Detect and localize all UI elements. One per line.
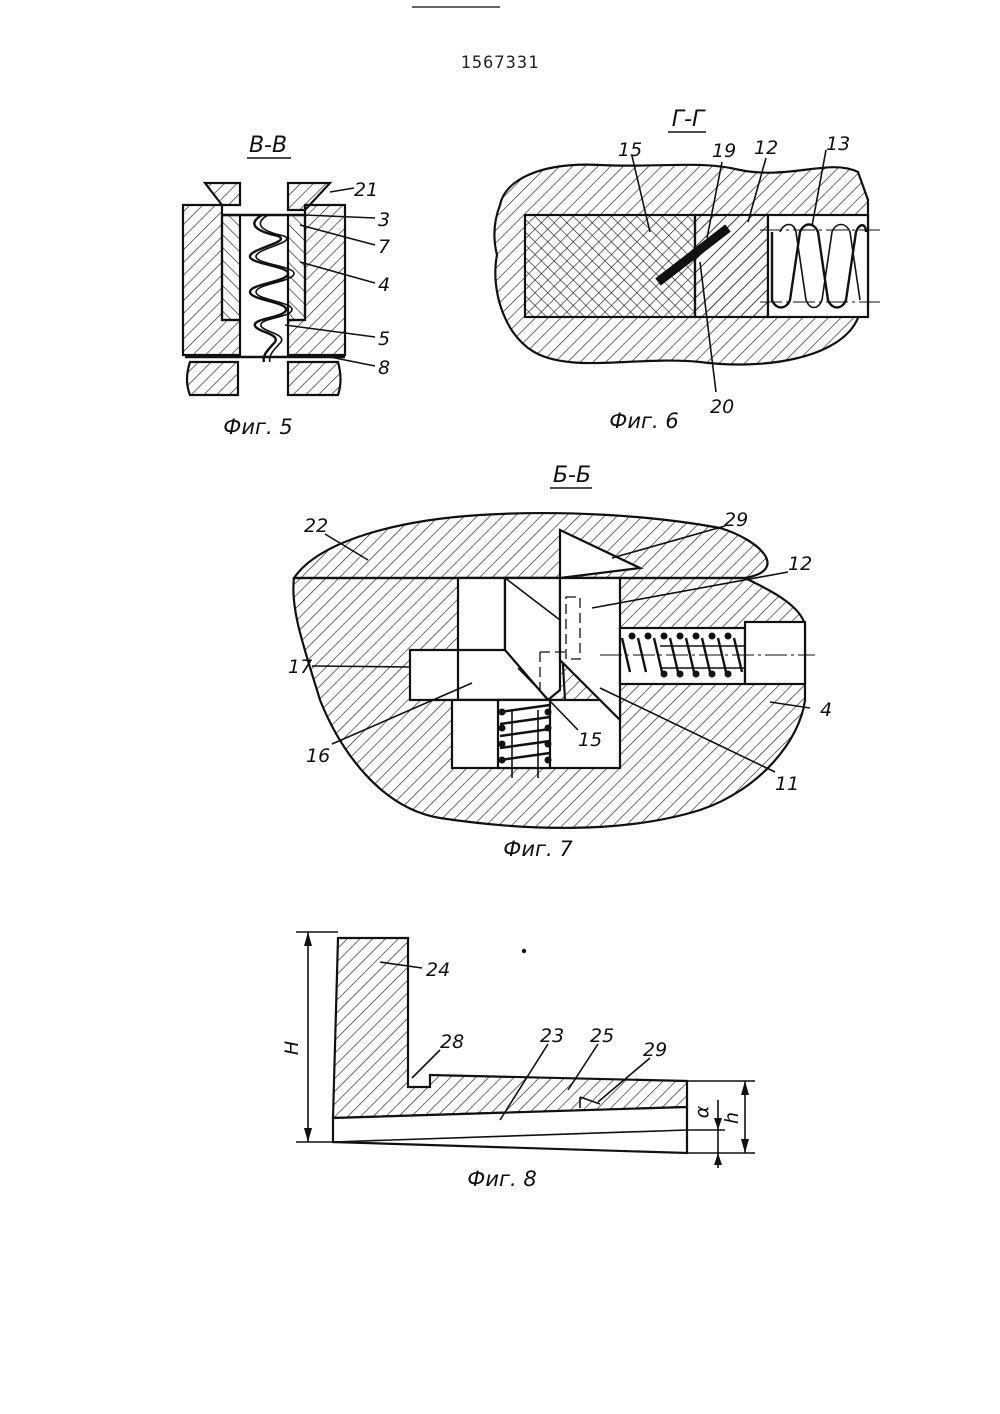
fig8-label-29: 29	[643, 1039, 667, 1061]
fig5-label-5: 5	[378, 328, 390, 350]
fig7-label-12: 12	[788, 553, 812, 575]
fig6-section-label: Г-Г	[672, 107, 706, 132]
fig5-label-4: 4	[378, 274, 390, 296]
fig6-label-20: 20	[710, 396, 734, 418]
fig6-label-15: 15	[618, 139, 642, 161]
fig7-label-22: 22	[304, 515, 328, 537]
fig6-label-12: 12	[754, 137, 778, 159]
fig7-label-17: 17	[288, 656, 312, 678]
fig7-label-16: 16	[306, 745, 330, 767]
fig7-label-29: 29	[724, 509, 748, 531]
fig8-caption: Фиг. 8	[467, 1167, 536, 1191]
fig7-caption: Фиг. 7	[503, 837, 573, 861]
fig7-section-label: Б-Б	[553, 463, 591, 488]
figure-5: В-В 21 3 7 4 5 8 Фиг. 5	[183, 133, 390, 439]
figure-8: H α h 24 28 23 25 29 Фиг. 8	[281, 932, 755, 1191]
figure-7: Б-Б	[288, 463, 832, 861]
fig6-label-13: 13	[826, 133, 850, 155]
fig5-label-8: 8	[378, 357, 390, 379]
fig8-dim-h: h	[721, 1112, 743, 1124]
fig6-caption: Фиг. 6	[609, 409, 678, 433]
fig5-label-21: 21	[354, 179, 378, 201]
fig8-label-23: 23	[540, 1025, 564, 1047]
page-number: 1567331	[461, 53, 540, 73]
fig5-caption: Фиг. 5	[223, 415, 292, 439]
fig8-label-25: 25	[590, 1025, 614, 1047]
fig6-label-19: 19	[712, 140, 736, 162]
fig5-section-label: В-В	[249, 133, 287, 158]
figure-6: Г-Г 15 19 12 13 20 Фиг. 6	[494, 107, 880, 433]
fig8-label-28: 28	[440, 1031, 464, 1053]
fig8-dim-H: H	[281, 1041, 303, 1055]
fig5-label-7: 7	[378, 236, 390, 258]
fig7-label-15: 15	[578, 729, 602, 751]
fig5-label-3: 3	[378, 209, 390, 231]
fig7-label-4: 4	[820, 699, 832, 721]
fig8-label-24: 24	[426, 959, 450, 981]
fig8-dim-alpha: α	[691, 1105, 713, 1118]
fig7-label-11: 11	[775, 773, 799, 795]
